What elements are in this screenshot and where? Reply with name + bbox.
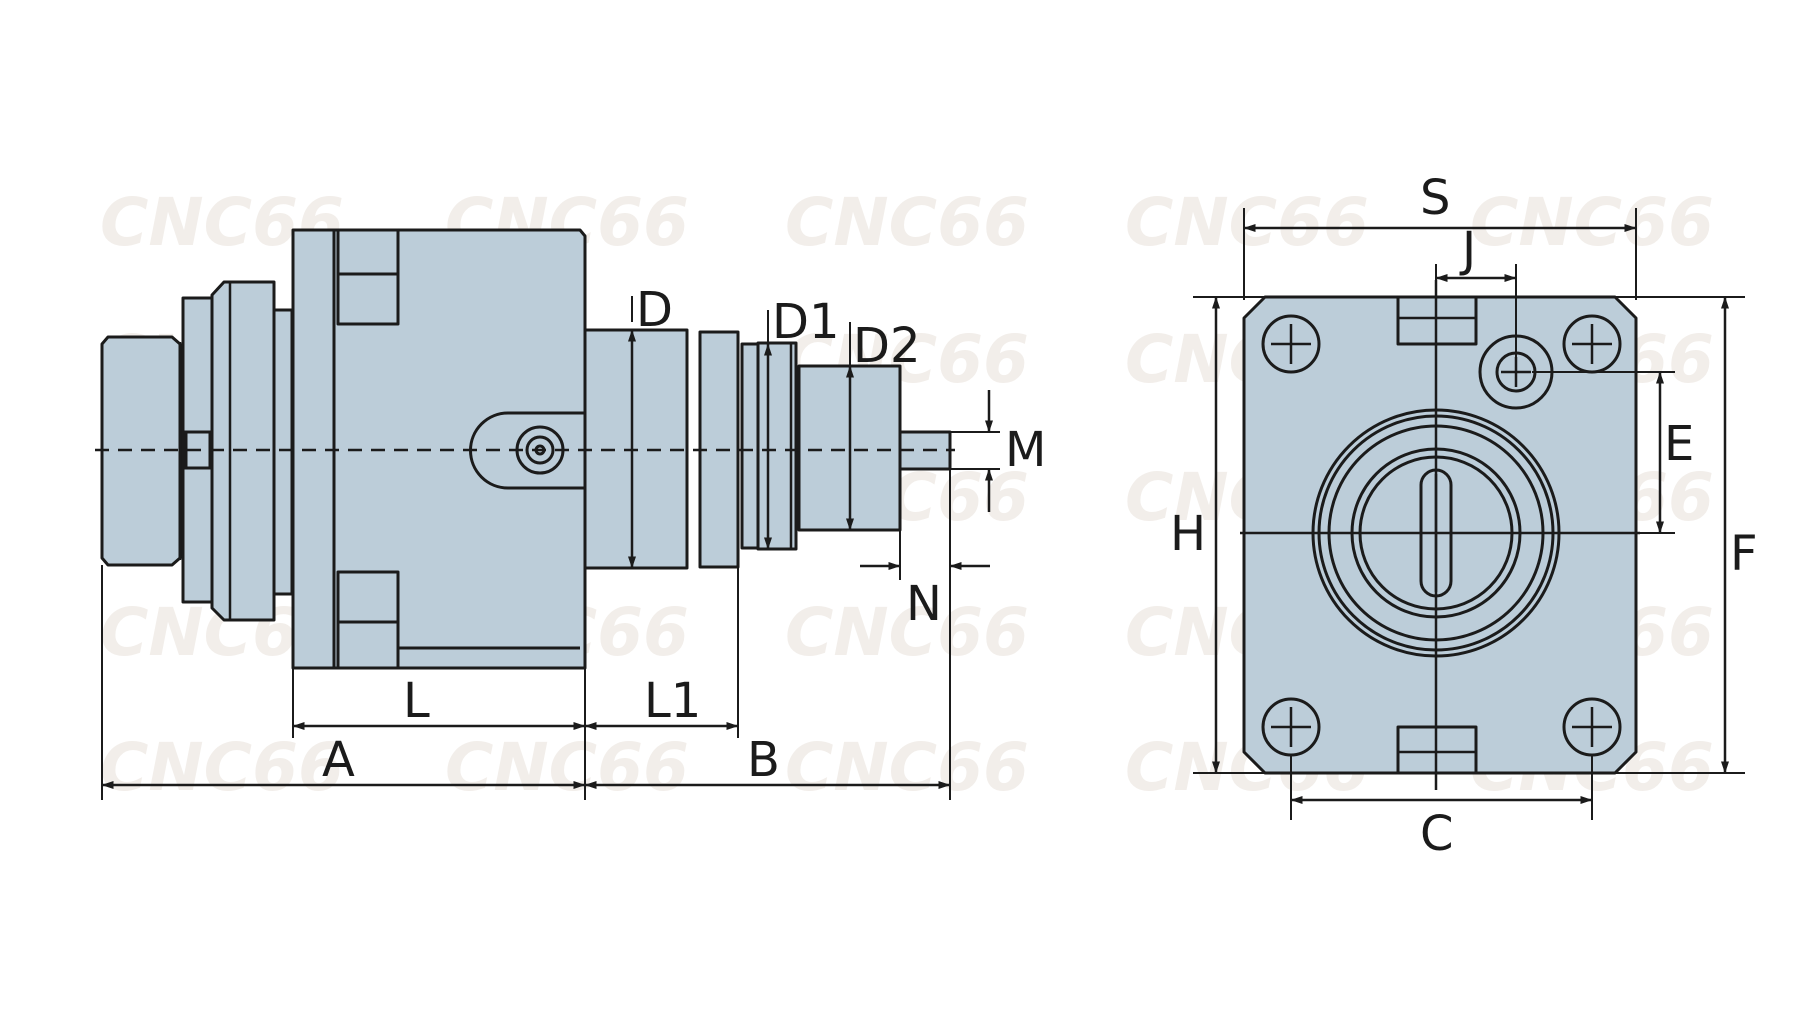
screw-icon [1261, 697, 1321, 757]
top-pocket [336, 228, 400, 276]
label-l1: L1 [644, 673, 701, 729]
label-n: N [906, 576, 942, 632]
watermark-text: CNC66 [445, 729, 689, 806]
watermark-text: CNC66 [1470, 184, 1714, 261]
label-m: M [1005, 422, 1046, 478]
label-f: F [1730, 526, 1758, 582]
label-c: C [1420, 806, 1454, 862]
watermark-text: CNC66 [785, 594, 1029, 671]
screw-icon [1562, 697, 1622, 757]
spindle-step [740, 342, 760, 550]
bottom-pocket-lower [336, 620, 400, 670]
label-d2: D2 [853, 318, 921, 374]
label-d: D [636, 282, 673, 338]
side-view: D D1 D2 M N L L1 A [95, 228, 1046, 800]
label-s: S [1420, 170, 1450, 226]
front-view: S J E H F C [1170, 170, 1758, 862]
label-j: J [1459, 222, 1476, 278]
top-pocket-lower [336, 272, 400, 326]
watermark-text: CNC66 [785, 184, 1029, 261]
label-l: L [403, 673, 430, 729]
watermark-text: CNC66 [1125, 184, 1369, 261]
label-h: H [1170, 506, 1206, 562]
label-e: E [1664, 416, 1694, 472]
watermark-text: CNC66 [100, 729, 344, 806]
label-a: A [322, 732, 355, 788]
label-d1: D1 [772, 294, 840, 350]
watermark-text: CNC66 [785, 729, 1029, 806]
flange-step [272, 308, 294, 596]
bottom-pocket [336, 570, 400, 624]
screw-icon [1261, 314, 1321, 374]
screw-icon [1562, 314, 1622, 374]
label-b: B [747, 732, 780, 788]
